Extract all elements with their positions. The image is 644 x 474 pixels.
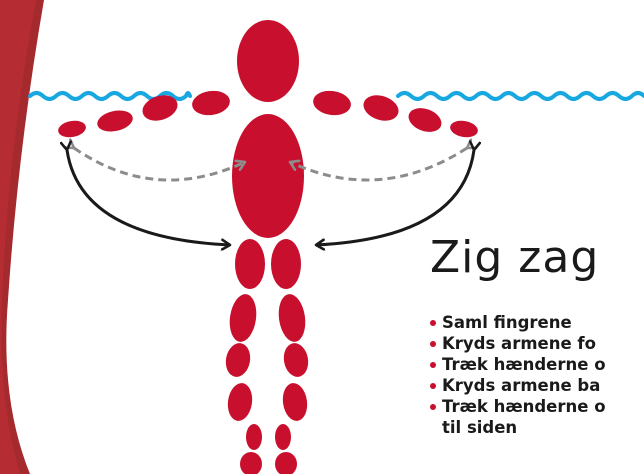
left-arm-segment xyxy=(95,107,134,134)
dashed-arrow-left xyxy=(74,148,245,180)
right-arm-segment xyxy=(405,104,444,136)
head xyxy=(237,20,299,102)
instruction-item: Kryds armene fo xyxy=(430,333,644,354)
torso xyxy=(232,114,304,238)
instruction-text: Kryds armene ba xyxy=(442,376,600,395)
right-shin xyxy=(280,382,309,423)
left-hip xyxy=(235,239,265,289)
left-arm-segment xyxy=(191,88,232,117)
right-hip xyxy=(271,239,301,289)
right-arm-segment xyxy=(312,88,353,117)
left-hand xyxy=(57,119,87,140)
instruction-item: Træk hænderne o xyxy=(430,354,644,375)
instruction-item: Træk hænderne o til siden xyxy=(430,396,644,438)
solid-arrow-right xyxy=(316,150,474,245)
right-thigh xyxy=(276,292,308,343)
water-wave-right xyxy=(398,93,644,99)
instruction-item: Saml fingrene xyxy=(430,312,644,333)
instruction-continuation: til siden xyxy=(442,417,644,438)
swimmer-figure xyxy=(57,20,479,474)
left-thigh xyxy=(227,292,259,343)
right-arm-segment xyxy=(360,91,402,125)
right-ankle xyxy=(275,424,291,450)
right-hand xyxy=(449,119,479,140)
right-foot xyxy=(275,452,297,474)
page-title: Zig zag xyxy=(430,236,599,280)
dashed-arrow-right xyxy=(290,148,467,180)
instruction-text: Saml fingrene xyxy=(442,313,572,332)
instruction-text: Kryds armene fo xyxy=(442,334,596,353)
instruction-text: Træk hænderne o xyxy=(442,397,606,416)
left-foot xyxy=(240,452,262,474)
instruction-text: Træk hænderne o xyxy=(442,355,606,374)
instruction-list: Saml fingrene Kryds armene fo Træk hænde… xyxy=(430,312,644,438)
left-knee xyxy=(223,341,253,379)
right-knee xyxy=(281,341,311,379)
instruction-item: Kryds armene ba xyxy=(430,375,644,396)
solid-arrow-left xyxy=(67,150,230,245)
left-shin xyxy=(225,382,254,423)
left-ankle xyxy=(246,424,262,450)
